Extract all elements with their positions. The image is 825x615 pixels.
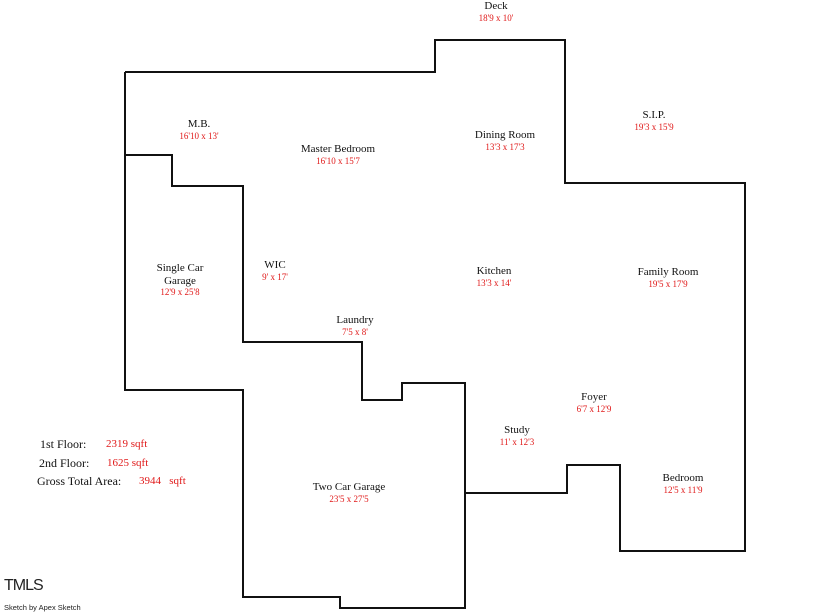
tmls-logo: TMLS	[4, 577, 44, 594]
room-name: WIC	[264, 259, 286, 271]
room-dims: 13'3 x 17'3	[485, 141, 525, 152]
area-gross-total: Gross Total Area: 3944 sqft	[37, 474, 186, 489]
room-dims: 19'5 x 17'9	[648, 278, 688, 289]
room-name: Laundry	[336, 314, 374, 326]
area-label: Gross Total Area:	[37, 474, 122, 488]
room-mb: M.B.16'10 x 13'	[179, 118, 218, 141]
sketch-credit: Sketch by Apex Sketch	[4, 603, 81, 612]
exterior-wall	[124, 39, 746, 609]
area-label: 2nd Floor:	[39, 456, 90, 470]
room-name: Kitchen	[476, 265, 512, 277]
room-dims: 11' x 12'3	[499, 436, 535, 447]
room-name: Study	[504, 424, 530, 436]
room-name: Foyer	[581, 391, 607, 403]
area-value: 2319 sqft	[106, 438, 148, 450]
room-dims: 16'10 x 13'	[179, 130, 219, 141]
area-second-floor: 2nd Floor: 1625 sqft	[39, 456, 148, 471]
room-name: Two Car Garage	[312, 481, 386, 493]
room-name: Master Bedroom	[300, 143, 376, 155]
area-label: 1st Floor:	[40, 437, 87, 451]
room-sip: S.I.P.19'3 x 15'9	[634, 109, 673, 132]
room-dims: 7'5 x 8'	[342, 326, 368, 337]
room-dims: 9' x 17'	[262, 271, 288, 282]
room-name: Bedroom	[662, 472, 704, 484]
room-dims: 23'5 x 27'5	[329, 493, 369, 504]
area-value: 3944 sqft	[139, 475, 186, 487]
room-dims: 16'10 x 15'7	[316, 155, 360, 166]
room-dims: 12'9 x 25'8	[160, 287, 200, 298]
area-value: 1625 sqft	[107, 457, 149, 469]
room-dims: 12'5 x 11'9	[663, 484, 703, 495]
room-name: Family Room	[637, 266, 699, 278]
room-name: Deck	[484, 0, 508, 12]
room-name: S.I.P.	[642, 109, 666, 121]
room-name: Single Car Garage	[156, 262, 204, 287]
room-dims: 18'9 x 10'	[478, 12, 514, 23]
room-name: M.B.	[187, 118, 211, 130]
room-name: Dining Room	[474, 129, 536, 141]
room-dims: 6'7 x 12'9	[576, 403, 612, 414]
area-first-floor: 1st Floor: 2319 sqft	[40, 437, 147, 452]
room-dims: 13'3 x 14'	[476, 277, 512, 288]
room-dims: 19'3 x 15'9	[634, 121, 674, 132]
interior-wall	[125, 154, 466, 493]
